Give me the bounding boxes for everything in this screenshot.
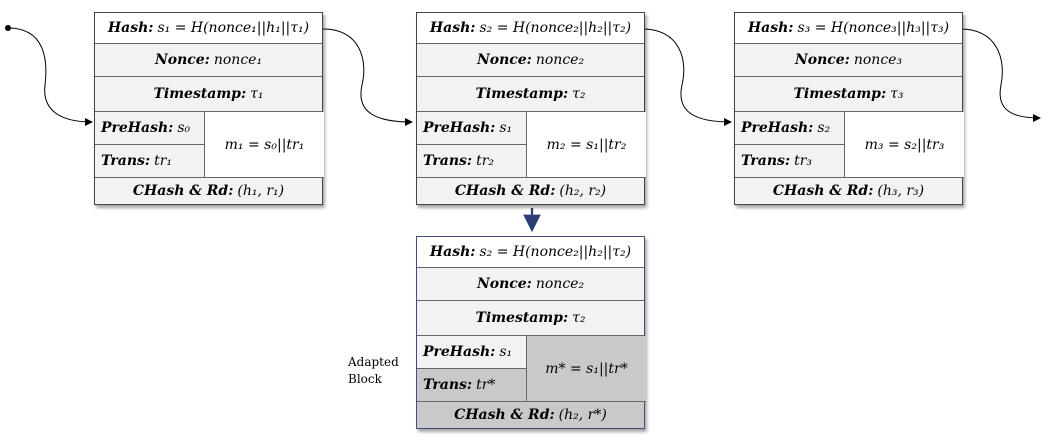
- chash-row-adapted: CHash & Rd:(h₂, r*): [417, 402, 644, 428]
- hash-row: Hash:s₁ = H(nonce₁||h₁||τ₁): [95, 13, 322, 44]
- chash-row: CHash & Rd:(h₁, r₁): [132, 183, 285, 199]
- trans-cell: Trans:tr₃: [735, 145, 845, 178]
- nonce-row: Nonce:nonce₂: [417, 44, 644, 77]
- trans-cell: Trans:tr₁: [95, 145, 205, 178]
- prehash-cell: PreHash:s₁: [417, 336, 527, 369]
- adapted-label-line-1: Adapted: [348, 355, 399, 369]
- hash-row: Hash:s₂ = H(nonce₂||h₂||τ₂): [417, 237, 644, 268]
- timestamp-row: Timestamp:τ₃: [735, 77, 962, 112]
- message-cell: m₃ = s₂||tr₃: [845, 112, 964, 178]
- hash-row: Hash:s₂ = H(nonce₂||h₂||τ₂): [417, 13, 644, 44]
- adapted-label-line-2: Block: [348, 372, 382, 386]
- prehash-cell: PreHash:s₀: [95, 112, 205, 145]
- adapted-block: Hash:s₂ = H(nonce₂||h₂||τ₂) Nonce:nonce₂…: [416, 236, 646, 429]
- link-arrow-start: [7, 27, 93, 126]
- block-2: Hash:s₂ = H(nonce₂||h₂||τ₂) Nonce:nonce₂…: [416, 12, 646, 205]
- link-arrow-3-out: [959, 28, 1041, 122]
- nonce-row: Nonce:nonce₂: [417, 268, 644, 301]
- trans-cell: Trans:tr₂: [417, 145, 527, 178]
- adapted-block-label: Adapted Block: [348, 354, 399, 388]
- chash-row: CHash & Rd:(h₂, r₂): [454, 183, 607, 199]
- block-1: Hash:s₁ = H(nonce₁||h₁||τ₁) Nonce:nonce₁…: [94, 12, 324, 205]
- timestamp-row: Timestamp:τ₂: [417, 301, 644, 336]
- timestamp-row: Timestamp:τ₁: [95, 77, 322, 112]
- prehash-cell: PreHash:s₁: [417, 112, 527, 145]
- block-3: Hash:s₃ = H(nonce₃||h₃||τ₃) Nonce:nonce₃…: [734, 12, 964, 205]
- prehash-cell: PreHash:s₂: [735, 112, 845, 145]
- link-arrow-2-3: [641, 28, 732, 126]
- link-arrow-1-2: [322, 28, 413, 126]
- message-cell: m₂ = s₁||tr₂: [527, 112, 646, 178]
- message-cell: m₁ = s₀||tr₁: [205, 112, 324, 178]
- hash-row: Hash:s₃ = H(nonce₃||h₃||τ₃): [735, 13, 962, 44]
- chash-row: CHash & Rd:(h₃, r₃): [772, 183, 925, 199]
- trans-cell-adapted: Trans:tr*: [417, 369, 527, 402]
- nonce-row: Nonce:nonce₃: [735, 44, 962, 77]
- nonce-row: Nonce:nonce₁: [95, 44, 322, 77]
- message-cell-adapted: m* = s₁||tr*: [527, 336, 646, 402]
- timestamp-row: Timestamp:τ₂: [417, 77, 644, 112]
